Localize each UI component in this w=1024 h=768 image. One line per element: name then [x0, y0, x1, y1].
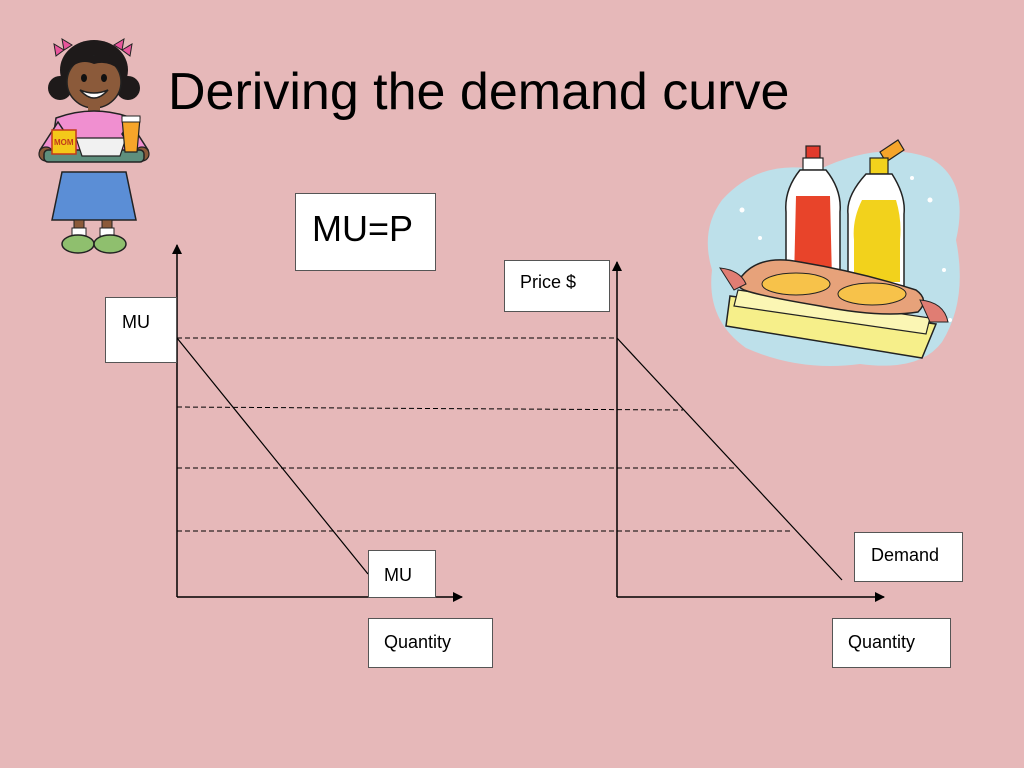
mu-curve-line [176, 337, 369, 575]
right-y-axis-label: Price $ [520, 272, 577, 292]
sandwich-ketchup-mustard-icon [707, 139, 960, 366]
left-x-axis-label-box: Quantity [368, 618, 493, 668]
mu-curve-label: MU [384, 565, 412, 585]
right-x-axis-label: Quantity [848, 632, 916, 652]
dashed-line-2 [176, 406, 684, 411]
mu-curve-label-box: MU [368, 550, 436, 598]
demand-curve-line [616, 337, 843, 581]
girl-carrying-lunch-tray-icon: MOM [38, 38, 150, 254]
right-x-axis-label-box: Quantity [832, 618, 951, 668]
left-y-axis-label-box: MU [105, 297, 177, 363]
equation-label: MU=P [312, 208, 414, 249]
slide-title: Deriving the demand curve [168, 63, 790, 121]
left-y-axis-label: MU [122, 312, 150, 332]
right-axes [612, 261, 885, 602]
left-axes [172, 244, 463, 602]
left-x-axis-label: Quantity [384, 632, 452, 652]
equation-box: MU=P [295, 193, 436, 271]
dashed-guide-lines [176, 337, 790, 532]
mom-carton-label: MOM [54, 138, 74, 147]
demand-curve-label-box: Demand [854, 532, 963, 582]
right-y-axis-label-box: Price $ [504, 260, 610, 312]
demand-curve-label: Demand [871, 545, 940, 565]
